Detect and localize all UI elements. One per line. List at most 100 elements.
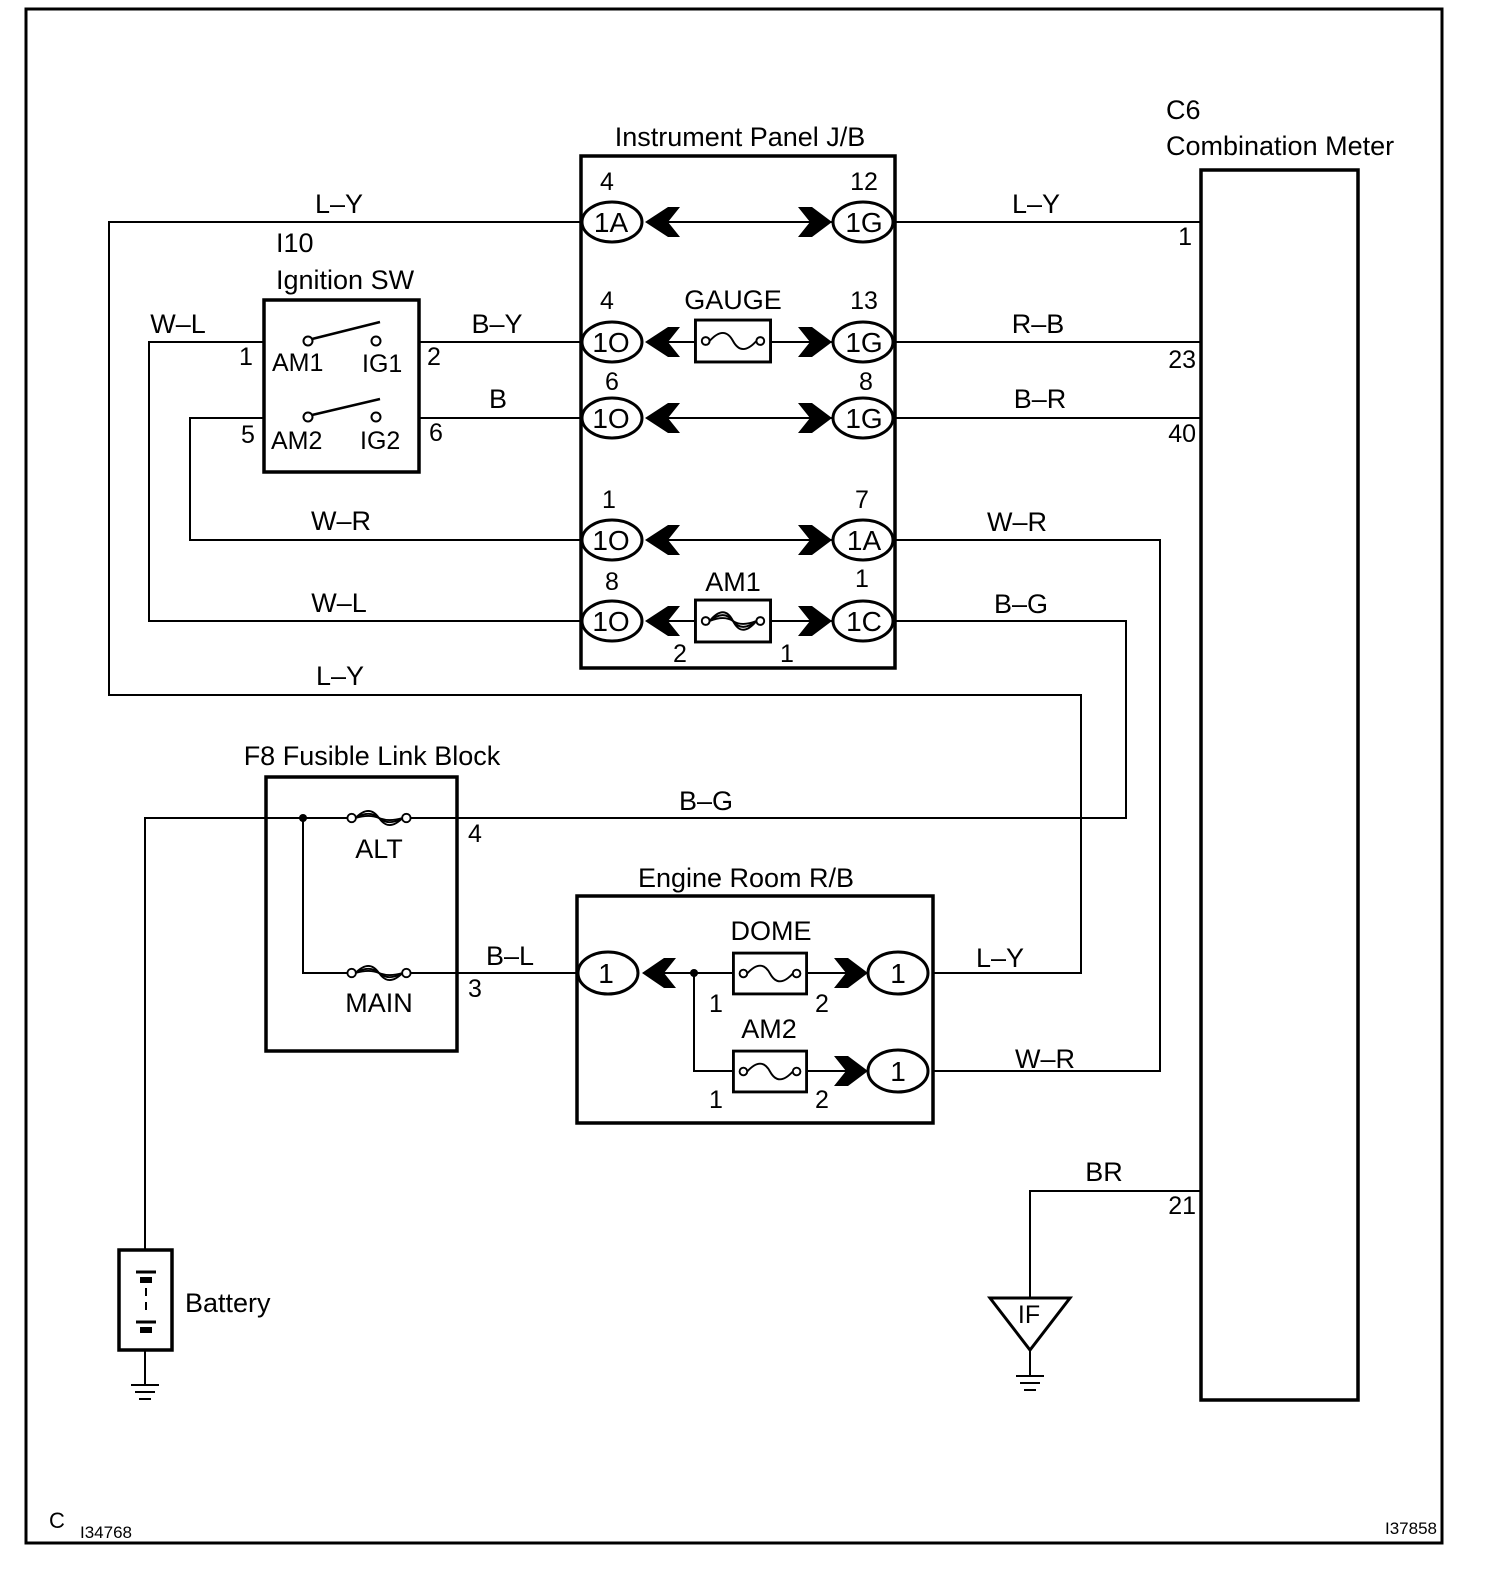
wire-fl-branch <box>302 818 348 974</box>
connector-1o-left-3 <box>580 518 644 562</box>
dome-pin: 1 <box>709 990 723 1018</box>
connector-arrow-icon <box>642 958 676 988</box>
jb-box <box>579 154 897 670</box>
meter-pin: 40 <box>1168 420 1196 448</box>
connector-1c-right-label: 1C <box>846 606 882 637</box>
er-connector-in-label: 1 <box>598 958 614 989</box>
jb-title: Instrument Panel J/B <box>615 122 866 152</box>
meter-name: Combination Meter <box>1166 131 1394 161</box>
wire-bg <box>407 620 1127 819</box>
wire-wl <box>148 341 583 622</box>
connector-1c-right <box>831 599 895 643</box>
wire-wr-left <box>189 417 583 541</box>
ground-icon <box>131 1350 159 1400</box>
wire-label: B–G <box>994 589 1048 619</box>
connector-1a-left <box>580 200 644 244</box>
wire-label: L–Y <box>1012 189 1060 219</box>
am2-fuse-label: AM2 <box>741 1014 797 1044</box>
wire-label: B–Y <box>471 309 522 339</box>
connector-1g-right-3 <box>831 396 895 440</box>
wire-label: L–Y <box>316 661 364 691</box>
fusible-pin: 3 <box>468 975 482 1003</box>
fusible-pin: 4 <box>468 820 482 848</box>
main-fuse-label: MAIN <box>345 988 413 1018</box>
er-connector-dome-label: 1 <box>890 958 906 989</box>
connector-arrow-icon <box>798 207 832 237</box>
corner-code: C <box>49 1508 65 1533</box>
am2-pin: 1 <box>709 1086 723 1114</box>
jb-pin: 1 <box>602 486 616 514</box>
jb-right-connectors: 1G 1G 1G 1A 1C <box>798 200 895 643</box>
connector-arrow-icon <box>834 1056 868 1086</box>
wire-label: L–Y <box>976 943 1024 973</box>
battery-label: Battery <box>185 1288 271 1318</box>
diagram-id-right: I37858 <box>1385 1519 1437 1538</box>
connector-1a-right-label: 1A <box>847 525 882 556</box>
ignition-pin: 6 <box>429 419 443 447</box>
wire-label: W–R <box>1015 1044 1075 1074</box>
connector-1g-right-2 <box>831 320 895 364</box>
jb-pin: 12 <box>850 168 878 196</box>
connector-arrow-icon <box>645 606 680 636</box>
dome-pin: 2 <box>815 990 829 1018</box>
gauge-fuse-label: GAUGE <box>684 285 782 315</box>
connector-1a-right <box>831 518 895 562</box>
wire-battery <box>144 817 348 1250</box>
connector-arrow-icon <box>798 403 832 433</box>
wire-label: B–G <box>679 786 733 816</box>
switch-terminal-am1: AM1 <box>272 349 323 377</box>
dome-fuse-label: DOME <box>731 916 812 946</box>
wire-er-branch <box>693 973 870 1072</box>
switch-terminal-ig2: IG2 <box>360 427 400 455</box>
connector-1g-right-3-label: 1G <box>845 403 882 434</box>
connector-1o-left-4-label: 1O <box>592 606 629 637</box>
alt-fuse-icon <box>346 809 412 827</box>
am2-pin: 2 <box>815 1086 829 1114</box>
switch-contact-icon <box>302 320 382 347</box>
gauge-fuse-icon <box>694 318 772 364</box>
wire-label: BR <box>1085 1157 1123 1187</box>
ignition-pin: 1 <box>239 343 253 371</box>
jb-pin: 4 <box>600 168 614 196</box>
wires <box>108 221 1201 1298</box>
er-connector-am2 <box>866 1048 930 1094</box>
ignition-pin: 2 <box>427 343 441 371</box>
wire-label: W–L <box>150 309 206 339</box>
am1-pin-1: 1 <box>780 640 794 668</box>
meter-pin: 23 <box>1168 346 1196 374</box>
am1-pin-2: 2 <box>673 640 687 668</box>
jb-pin: 8 <box>605 568 619 596</box>
connector-1o-left-4 <box>580 599 644 643</box>
engine-room-box <box>575 894 935 1125</box>
wire-ly-loop <box>108 221 1082 974</box>
jb-left-connectors: 1A 1O 1O 1O 1O <box>580 200 680 643</box>
connector-1g-right-1-label: 1G <box>845 207 882 238</box>
connector-arrow-icon <box>798 327 832 357</box>
er-connector-am2-label: 1 <box>890 1056 906 1087</box>
wire-label: B–L <box>486 941 534 971</box>
connector-1g-right-2-label: 1G <box>845 327 882 358</box>
connector-arrow-icon <box>645 207 680 237</box>
jb-pin: 8 <box>859 368 873 396</box>
connector-1a-left-label: 1A <box>594 207 629 238</box>
dome-fuse-icon <box>732 951 808 996</box>
connector-1g-right-1 <box>831 200 895 244</box>
connector-arrow-icon <box>834 958 868 988</box>
alt-fuse-label: ALT <box>355 834 403 864</box>
jb-pin: 7 <box>855 486 869 514</box>
ground-point-icon <box>986 1296 1074 1353</box>
junction-dot <box>690 969 698 977</box>
connector-arrow-icon <box>798 525 832 555</box>
connector-arrow-icon <box>645 327 680 357</box>
battery-cells-icon <box>136 1270 156 1333</box>
switch-terminal-ig1: IG1 <box>362 350 402 378</box>
wire-label: W–R <box>311 506 371 536</box>
ignition-switch-name: Ignition SW <box>276 265 415 295</box>
engine-room-title: Engine Room R/B <box>638 863 854 893</box>
wire-label: W–R <box>987 507 1047 537</box>
fusible-link-box <box>264 775 459 1053</box>
am2-fuse-icon <box>732 1049 808 1094</box>
connector-arrow-icon <box>645 403 680 433</box>
ignition-switch-box <box>262 298 421 474</box>
outer-frame <box>24 7 1444 1545</box>
